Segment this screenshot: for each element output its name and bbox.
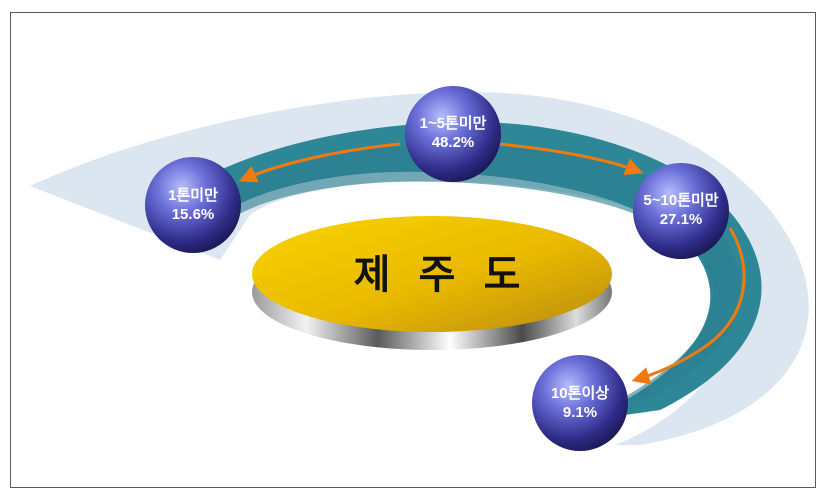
node-10-ton-over: 10톤이상 9.1%	[532, 355, 628, 451]
node-1-5-ton: 1~5톤미만 48.2%	[405, 86, 501, 182]
arrow-top-to-left	[238, 142, 401, 183]
node-under-1-ton: 1톤미만 15.6%	[145, 157, 241, 253]
node-value: 9.1%	[563, 404, 597, 421]
node-label: 1~5톤미만	[420, 115, 487, 132]
node-value: 27.1%	[660, 211, 703, 228]
center-label-char-2: 주	[419, 252, 456, 298]
center-label-char-1: 제	[354, 252, 391, 298]
arrow-top-to-right	[497, 142, 644, 176]
node-5-10-ton: 5~10톤미만 27.1%	[633, 163, 729, 259]
node-value: 48.2%	[432, 134, 475, 151]
node-label: 5~10톤미만	[643, 192, 718, 209]
node-value: 15.6%	[172, 206, 215, 223]
center-label-char-3: 도	[484, 252, 521, 298]
arrow-right-to-bottom	[631, 227, 746, 385]
diagram-frame	[10, 12, 816, 488]
center-disc: 제 주 도	[252, 216, 612, 350]
node-label: 10톤이상	[551, 385, 609, 402]
node-label: 1톤미만	[168, 187, 218, 204]
